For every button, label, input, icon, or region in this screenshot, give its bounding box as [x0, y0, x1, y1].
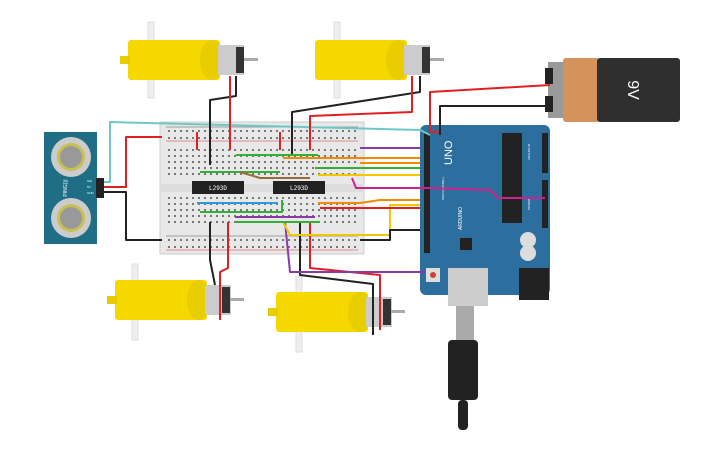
dc-motor-bottom-left[interactable] [107, 263, 244, 341]
chip-label: L293D [290, 185, 308, 192]
arduino-model: UNO [443, 140, 455, 165]
wires [104, 76, 551, 335]
dc-motor-top-right[interactable] [315, 21, 444, 99]
power-label: POWER [527, 198, 531, 210]
l293d-chip-2[interactable]: L293D [273, 181, 325, 194]
pin-label: GND [87, 191, 95, 195]
chip-label: L293D [209, 185, 227, 192]
dc-motor-bottom-middle[interactable] [268, 275, 405, 353]
dc-motor-top-left[interactable] [120, 21, 258, 99]
battery-9v[interactable]: 9V [545, 58, 680, 122]
l293d-chip-1[interactable]: L293D [192, 181, 244, 194]
sensor-label: PING))) [63, 179, 69, 197]
arduino-brand: ARDUINO [458, 207, 464, 230]
pin-label: 5V [87, 185, 91, 189]
usb-cable[interactable] [448, 268, 488, 430]
arduino-uno[interactable]: UNO ARDUINO DIGITAL (PWM~) ANALOG IN POW… [420, 125, 550, 300]
ultrasonic-sensor[interactable]: PING))) SIG 5V GND [44, 132, 104, 244]
battery-label: 9V [624, 80, 641, 100]
pin-label: SIG [87, 179, 93, 183]
analog-label: ANALOG IN [527, 144, 531, 160]
